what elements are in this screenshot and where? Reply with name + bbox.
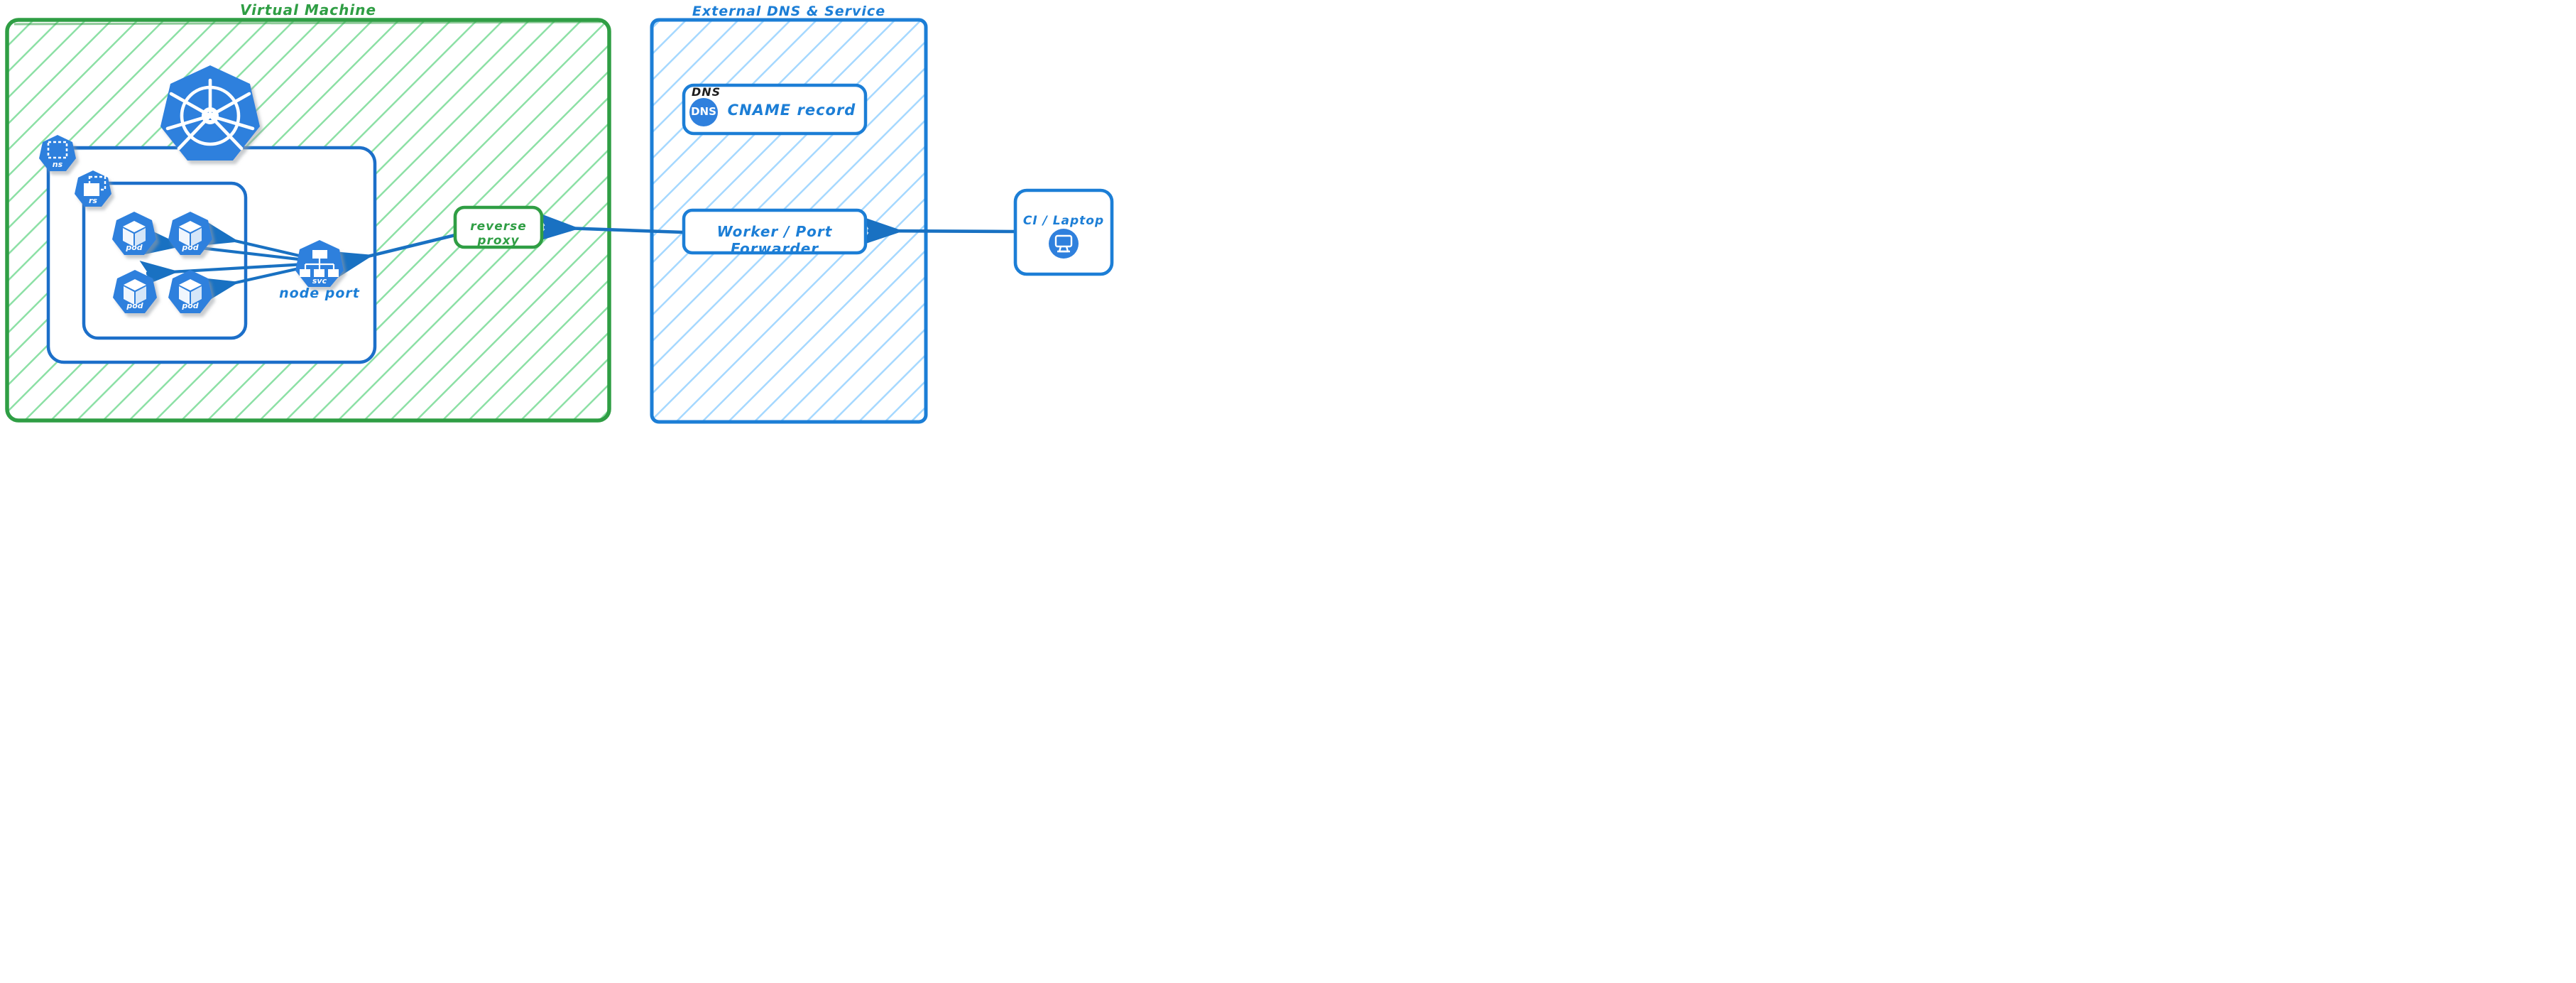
- arrow-ci-laptop-to-worker: [861, 216, 1016, 246]
- label-external-dns-service: External DNS & Service: [652, 4, 926, 19]
- namespace-icon: ns: [39, 135, 76, 171]
- worker-port-forwarder-label: Worker / Port Forwarder: [716, 223, 833, 257]
- dns-card[interactable]: [682, 83, 868, 136]
- svg-text:pod: pod: [125, 243, 142, 252]
- svg-text:pod: pod: [126, 301, 143, 310]
- arrow-svc-to-pod-bottom-right: [198, 265, 306, 303]
- arrow-worker-to-reverse-proxy: [537, 212, 684, 241]
- ci-laptop-box[interactable]: [1013, 188, 1114, 276]
- svg-text:ns: ns: [53, 160, 63, 169]
- label-virtual-machine: Virtual Machine: [0, 1, 616, 18]
- worker-port-forwarder-box[interactable]: [682, 208, 868, 255]
- dns-card-label: CNAME record: [727, 102, 856, 119]
- kubernetes-logo: [160, 65, 260, 161]
- dns-card-tag: DNS: [692, 85, 721, 99]
- dns-badge-circle: [689, 98, 718, 126]
- svg-text:svc: svc: [312, 276, 327, 286]
- arrow-svc-to-pod-bottom-left: [139, 261, 305, 287]
- service-icon: svc: [295, 240, 344, 287]
- pod-top-left: pod: [112, 212, 156, 255]
- node-port-caption: node port: [279, 286, 360, 301]
- pod-top-right: pod: [168, 212, 212, 255]
- reverse-proxy-box[interactable]: [453, 205, 544, 249]
- svg-text:pod: pod: [181, 301, 198, 310]
- pod-bottom-left: pod: [113, 270, 157, 313]
- arrow-reverse-proxy-to-svc: [329, 233, 456, 279]
- monitor-icon: [1054, 234, 1073, 253]
- monitor-icon-circle: [1049, 229, 1079, 259]
- replicaset-icon: rs: [75, 170, 111, 207]
- arrow-svc-to-pod-top-right: [198, 220, 306, 259]
- reverse-proxy-label: reverse proxy: [470, 219, 527, 248]
- ci-laptop-label: CI / Laptop: [1022, 214, 1105, 228]
- dns-badge-text: DNS: [691, 105, 716, 118]
- svg-text:rs: rs: [89, 196, 97, 205]
- external-dns-service-title: External DNS & Service: [692, 4, 886, 19]
- pod-bottom-right: pod: [168, 270, 212, 313]
- virtual-machine-title: Virtual Machine: [239, 1, 377, 18]
- svg-text:pod: pod: [181, 243, 198, 252]
- replicaset-container: [82, 181, 248, 340]
